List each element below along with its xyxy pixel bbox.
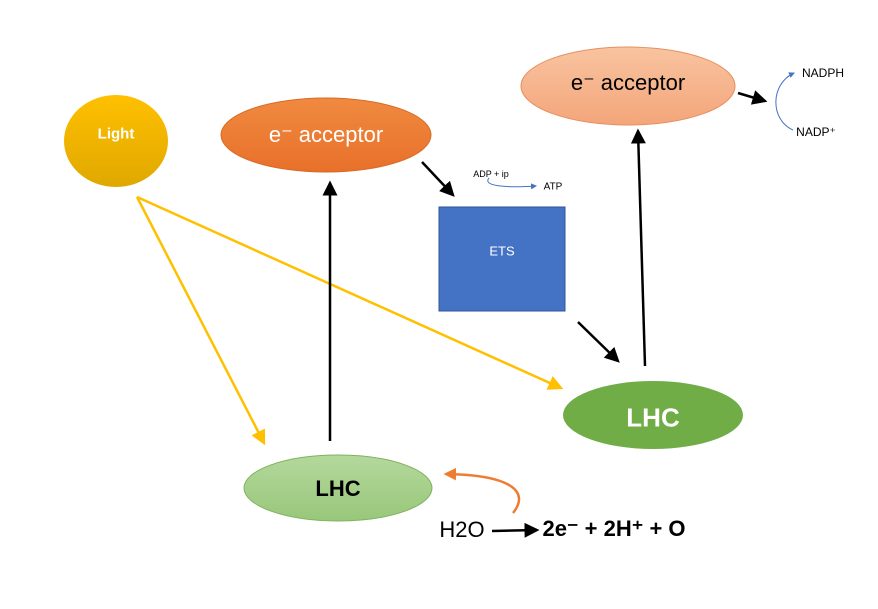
acceptor2-to-nadph-arrow <box>737 90 768 105</box>
lhc-1-label: LHC <box>315 476 361 501</box>
adp-to-atp-arrow <box>487 177 537 190</box>
acceptor-1-node <box>220 97 432 173</box>
lhc2-to-acceptor2-arrow <box>630 128 647 367</box>
acceptor-1-label: e⁻ acceptor <box>268 122 384 147</box>
atp-label: ATP <box>543 181 563 193</box>
lhc-2-label: LHC <box>626 402 680 433</box>
light-to-lhc1-arrow <box>135 196 266 446</box>
acceptor-2-node <box>520 46 736 126</box>
acceptor-2-label: e⁻ acceptor <box>570 70 686 95</box>
water-electron-arrow <box>443 467 521 514</box>
acceptor1-to-ets-arrow <box>421 161 455 197</box>
light-label: Light <box>97 125 135 143</box>
lhc-2-node <box>563 381 743 449</box>
nadph-label: NADPH <box>801 66 845 80</box>
adp-ip-label: ADP + ip <box>473 169 509 179</box>
light-to-lhc2-arrow <box>136 195 564 390</box>
nadp-to-nadph-arrow <box>775 72 795 131</box>
h2o-label: H2O <box>439 517 485 542</box>
h2o-to-products-arrow <box>491 522 540 538</box>
light-node <box>64 95 168 187</box>
nadp-label: NADP⁺ <box>796 125 836 139</box>
ets-node <box>438 206 566 312</box>
lhc-1-node <box>243 454 433 522</box>
ets-to-lhc2-arrow <box>577 321 620 363</box>
products-label: 2e⁻ + 2H⁺ + O <box>542 516 686 541</box>
ets-label: ETS <box>489 243 515 259</box>
